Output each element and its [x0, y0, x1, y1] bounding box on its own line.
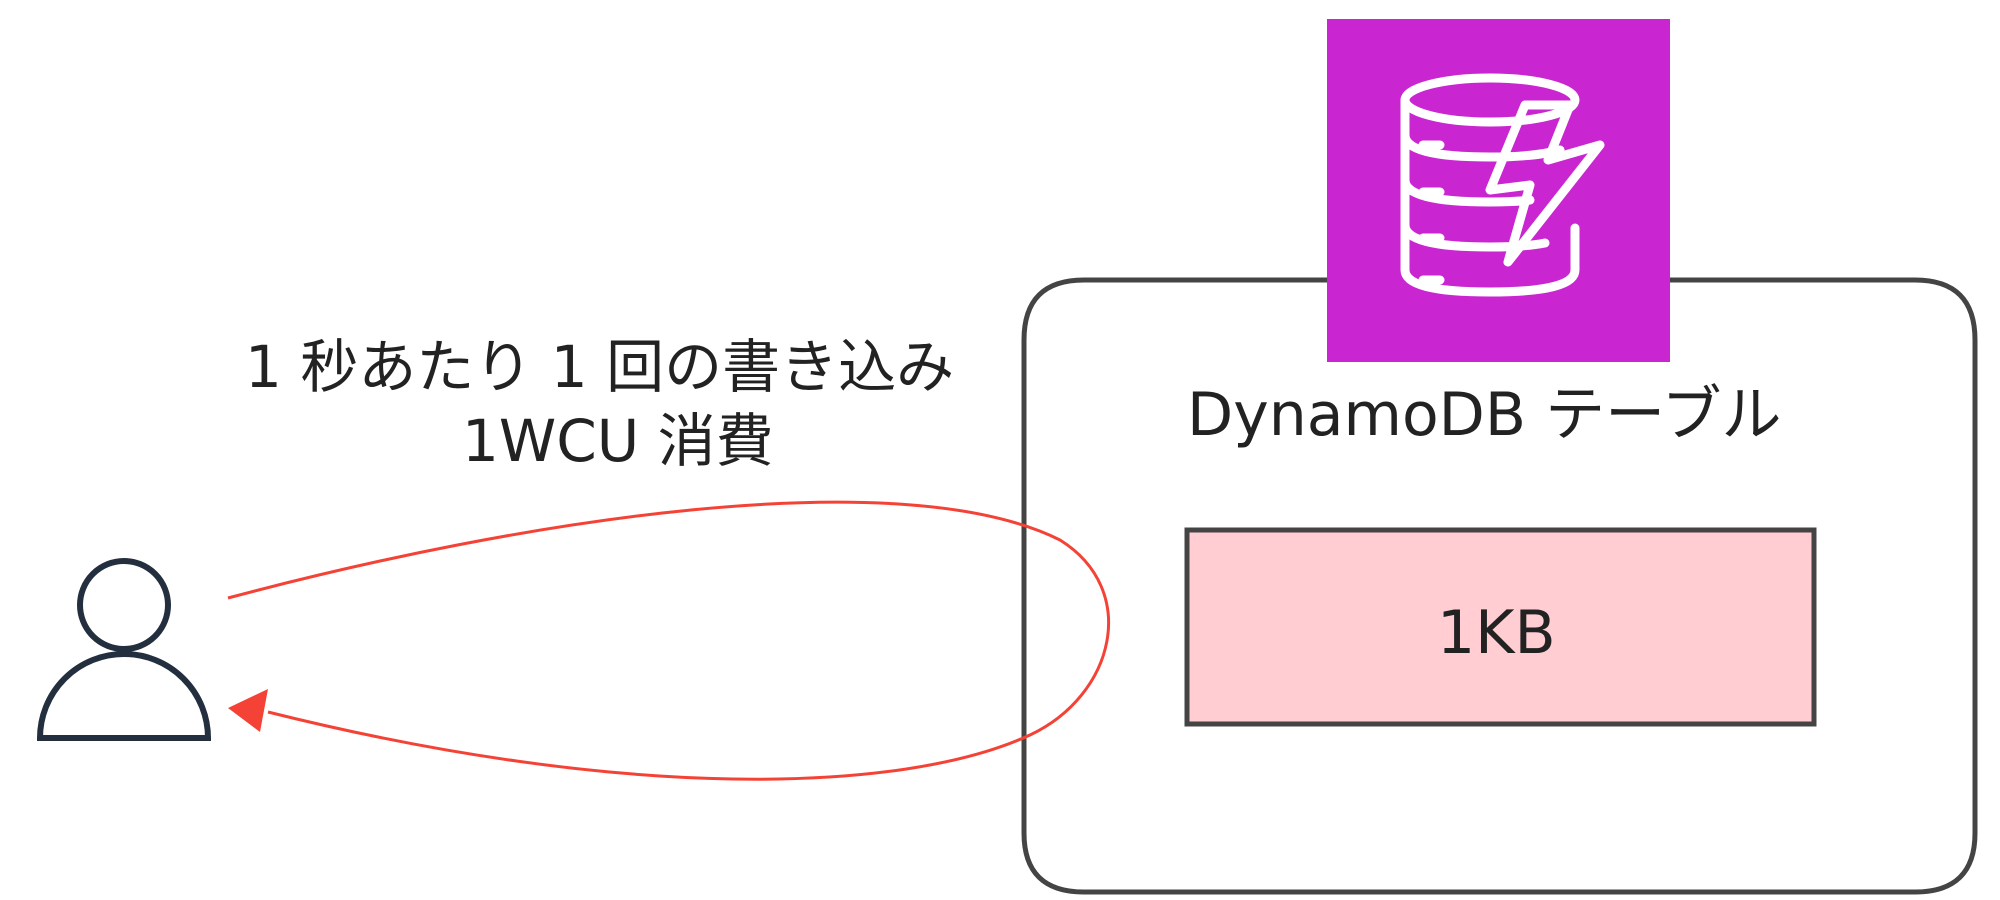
write-rate-caption: 1 秒あたり 1 回の書き込み [245, 333, 955, 401]
item-size-label: 1KB [1437, 598, 1556, 668]
table-group-border [1021, 277, 1978, 895]
dynamodb-icon [1327, 19, 1670, 362]
table-title: DynamoDB テーブル [1187, 380, 1782, 450]
item-box [1184, 527, 1817, 727]
write-request-arrow [227, 500, 1110, 781]
user-icon [36, 558, 212, 741]
arrowhead [228, 689, 268, 732]
wcu-consumption-caption: 1WCU 消費 [462, 407, 774, 475]
